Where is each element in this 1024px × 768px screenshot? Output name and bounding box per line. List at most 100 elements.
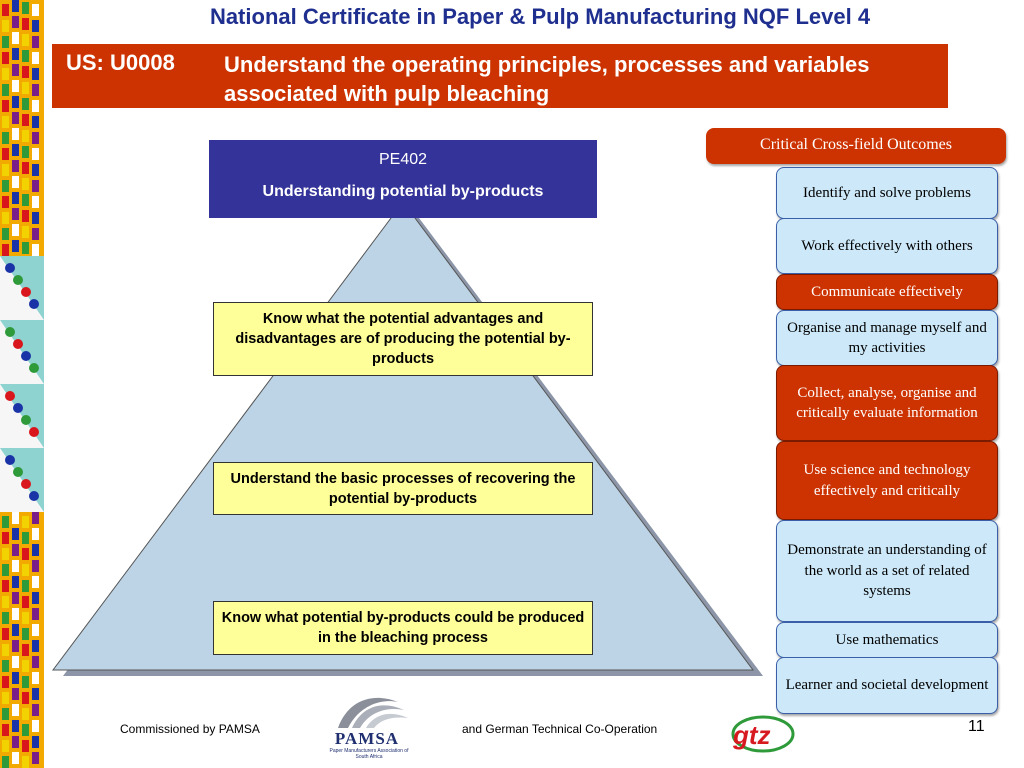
cco-label: Work effectively with others (801, 237, 973, 254)
border-ornament (12, 608, 19, 620)
border-ornament (32, 4, 39, 16)
border-ornament (12, 192, 19, 204)
border-ornament (22, 2, 29, 14)
border-ornament (22, 18, 29, 30)
border-ornament (12, 640, 19, 652)
border-ornament (2, 596, 9, 608)
border-ornament (12, 128, 19, 140)
border-ornament (32, 688, 39, 700)
border-ornament (2, 52, 9, 64)
border-ornament (12, 96, 19, 108)
border-ornament (12, 576, 19, 588)
pyramid-shape (52, 201, 754, 671)
cco-item-mathematics: Use mathematics (776, 622, 998, 658)
border-ornament (12, 624, 19, 636)
border-ornament (22, 114, 29, 126)
pamsa-logo-text: PAMSA (334, 729, 400, 748)
border-ornament (12, 240, 19, 252)
unit-title: Understand the operating principles, pro… (224, 52, 870, 106)
border-ornament (12, 736, 19, 748)
border-ornament (2, 100, 9, 112)
border-ornament (21, 415, 31, 425)
border-ornament (2, 196, 9, 208)
pe-code: PE402 (378, 151, 428, 168)
border-ornament (22, 628, 29, 640)
cco-item-communicate: Communicate effectively (776, 274, 998, 310)
border-ornament (5, 327, 15, 337)
border-ornament (2, 660, 9, 672)
slide-title: National Certificate in Paper & Pulp Man… (209, 4, 871, 29)
border-ornament (32, 592, 39, 604)
border-ornament (32, 624, 39, 636)
outcome-text: Know what potential by-products could be… (221, 610, 585, 646)
border-ornament (22, 740, 29, 752)
border-ornament (32, 736, 39, 748)
border-ornament (12, 160, 19, 172)
border-ornament (32, 116, 39, 128)
border-ornament (12, 224, 19, 236)
border-ornament (22, 82, 29, 94)
outcome-text: Know what the potential advantages and d… (235, 311, 571, 367)
border-ornament (32, 84, 39, 96)
outcome-box-advantages: Know what the potential advantages and d… (213, 302, 593, 376)
footer-cooperation: and German Technical Co-Operation (462, 722, 658, 736)
border-ornament (32, 720, 39, 732)
cco-item-solve-problems: Identify and solve problems (776, 167, 998, 219)
decorative-border (0, 0, 44, 768)
border-ornament (13, 275, 23, 285)
border-ornament (2, 116, 9, 128)
border-ornament (12, 512, 19, 524)
outcome-text: Understand the basic processes of recove… (230, 471, 576, 507)
border-ornament (32, 656, 39, 668)
border-ornament (22, 580, 29, 592)
border-ornament (22, 596, 29, 608)
border-ornament (22, 724, 29, 736)
border-ornament (2, 564, 9, 576)
cco-label: Use mathematics (835, 631, 939, 648)
border-ornament (32, 608, 39, 620)
cco-label: Use science and technology effectively a… (803, 462, 971, 499)
page-number: 11 (968, 718, 985, 735)
pamsa-logo-icon (338, 697, 408, 728)
cco-header: Critical Cross-field Outcomes (706, 128, 1006, 164)
border-ornament (2, 228, 9, 240)
border-ornament (12, 32, 19, 44)
pe-header-box: PE402 Understanding potential by-product… (209, 140, 597, 218)
cco-item-learner-development: Learner and societal development (776, 657, 998, 714)
outcome-box-recovering: Understand the basic processes of recove… (213, 462, 593, 515)
border-ornament (12, 0, 19, 12)
pamsa-logo-subtext: Paper Manufacturers Association of South… (329, 748, 409, 760)
border-ornament (2, 212, 9, 224)
border-ornament (29, 491, 39, 501)
border-ornament (22, 98, 29, 110)
cco-label: Learner and societal development (785, 677, 989, 694)
border-ornament (32, 672, 39, 684)
border-ornament (22, 692, 29, 704)
pe-title: Understanding potential by-products (262, 183, 544, 200)
border-ornament (22, 660, 29, 672)
border-ornament (22, 194, 29, 206)
border-ornament (12, 560, 19, 572)
border-ornament (2, 692, 9, 704)
border-ornament (5, 455, 15, 465)
border-ornament (2, 628, 9, 640)
border-ornament (2, 676, 9, 688)
border-ornament (32, 52, 39, 64)
border-ornament (5, 263, 15, 273)
border-ornament (32, 36, 39, 48)
border-ornament (22, 210, 29, 222)
cco-item-collect-analyse: Collect, analyse, organise and criticall… (776, 365, 998, 441)
border-ornament (22, 242, 29, 254)
border-ornament (32, 512, 39, 524)
border-ornament (2, 756, 9, 768)
border-ornament (22, 564, 29, 576)
border-ornament (32, 244, 39, 256)
border-ornament (32, 180, 39, 192)
border-ornament (12, 544, 19, 556)
border-ornament (12, 208, 19, 220)
border-ornament (22, 532, 29, 544)
border-ornament (12, 16, 19, 28)
cco-label: Demonstrate an understanding of the worl… (787, 542, 987, 600)
border-ornament (2, 84, 9, 96)
border-ornament (2, 20, 9, 32)
